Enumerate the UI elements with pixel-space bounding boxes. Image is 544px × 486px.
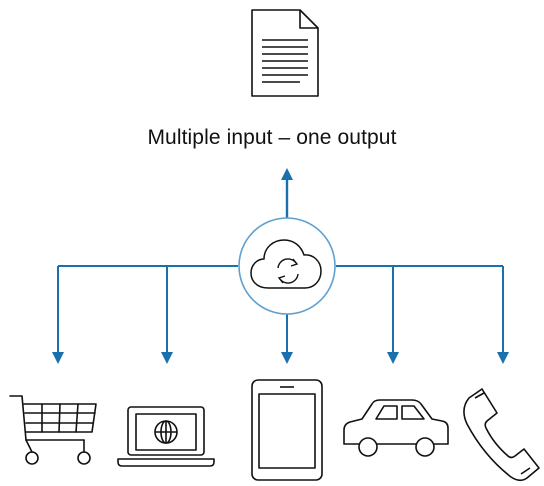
phone-handset-icon — [463, 388, 540, 482]
diagram-title: Multiple input – one output — [147, 126, 397, 149]
laptop-web-icon — [117, 406, 215, 467]
document-icon — [251, 9, 319, 97]
input-arrowheads — [52, 352, 509, 364]
shopping-cart-icon — [9, 395, 97, 465]
output-arrow — [281, 168, 293, 222]
smartphone-icon — [251, 379, 323, 481]
cloud-sync-icon — [238, 217, 336, 315]
car-icon — [343, 399, 449, 457]
input-arrows — [57, 266, 504, 352]
